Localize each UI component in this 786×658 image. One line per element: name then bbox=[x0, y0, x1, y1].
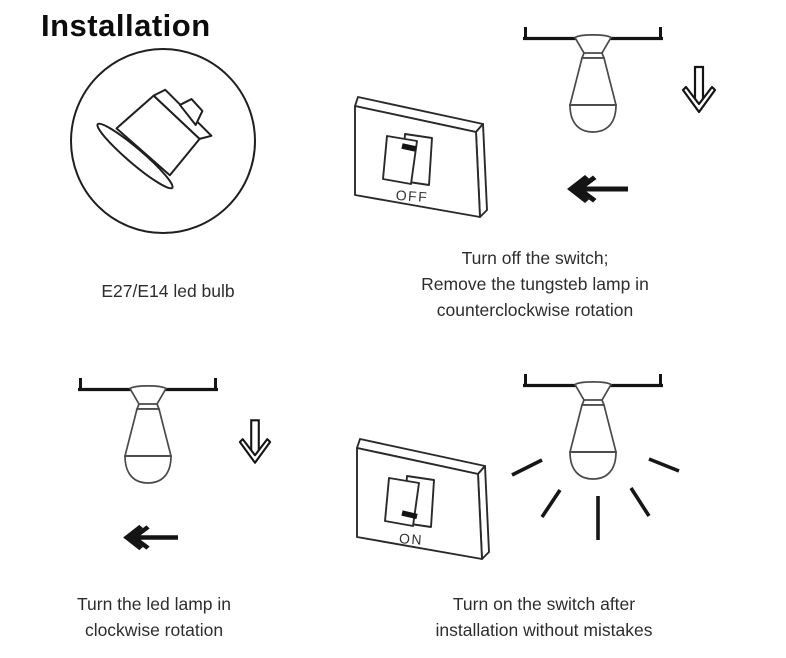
step-on-caption: Turn on the switch after installation wi… bbox=[424, 591, 664, 643]
step-off-caption: Turn off the switch; Remove the tungsteb… bbox=[415, 245, 655, 323]
down-arrow-icon bbox=[681, 65, 717, 114]
led-downlight-icon bbox=[96, 88, 213, 190]
caption-line: installation without mistakes bbox=[435, 620, 653, 640]
caption-line: Turn on the switch after bbox=[452, 594, 636, 614]
down-arrow-icon bbox=[238, 419, 272, 464]
ceiling-bulb-icon bbox=[523, 27, 663, 133]
left-arrow-icon bbox=[567, 175, 628, 203]
light-rays-icon bbox=[511, 457, 680, 540]
caption-line: Turn the led lamp in bbox=[76, 594, 231, 614]
switch-on-label: ON bbox=[399, 530, 424, 548]
ceiling-bulb-icon bbox=[523, 374, 663, 480]
wall-switch-on-icon: ON bbox=[356, 438, 490, 560]
left-arrow-icon bbox=[123, 524, 178, 551]
caption-line: Remove the tungsteb lamp in bbox=[421, 274, 649, 294]
wall-switch-off-icon: OFF bbox=[354, 96, 488, 218]
step-led-caption: Turn the led lamp in clockwise rotation bbox=[34, 591, 274, 643]
caption-line: Turn off the switch; bbox=[461, 248, 609, 268]
bulb-product-circle bbox=[70, 48, 256, 234]
caption-line: clockwise rotation bbox=[84, 620, 224, 640]
caption-line: counterclockwise rotation bbox=[436, 300, 634, 320]
bulb-product-caption: E27/E14 led bulb bbox=[101, 281, 235, 301]
ceiling-bulb-icon bbox=[78, 378, 218, 484]
page-title: Installation bbox=[41, 8, 211, 43]
switch-off-label: OFF bbox=[395, 187, 429, 205]
